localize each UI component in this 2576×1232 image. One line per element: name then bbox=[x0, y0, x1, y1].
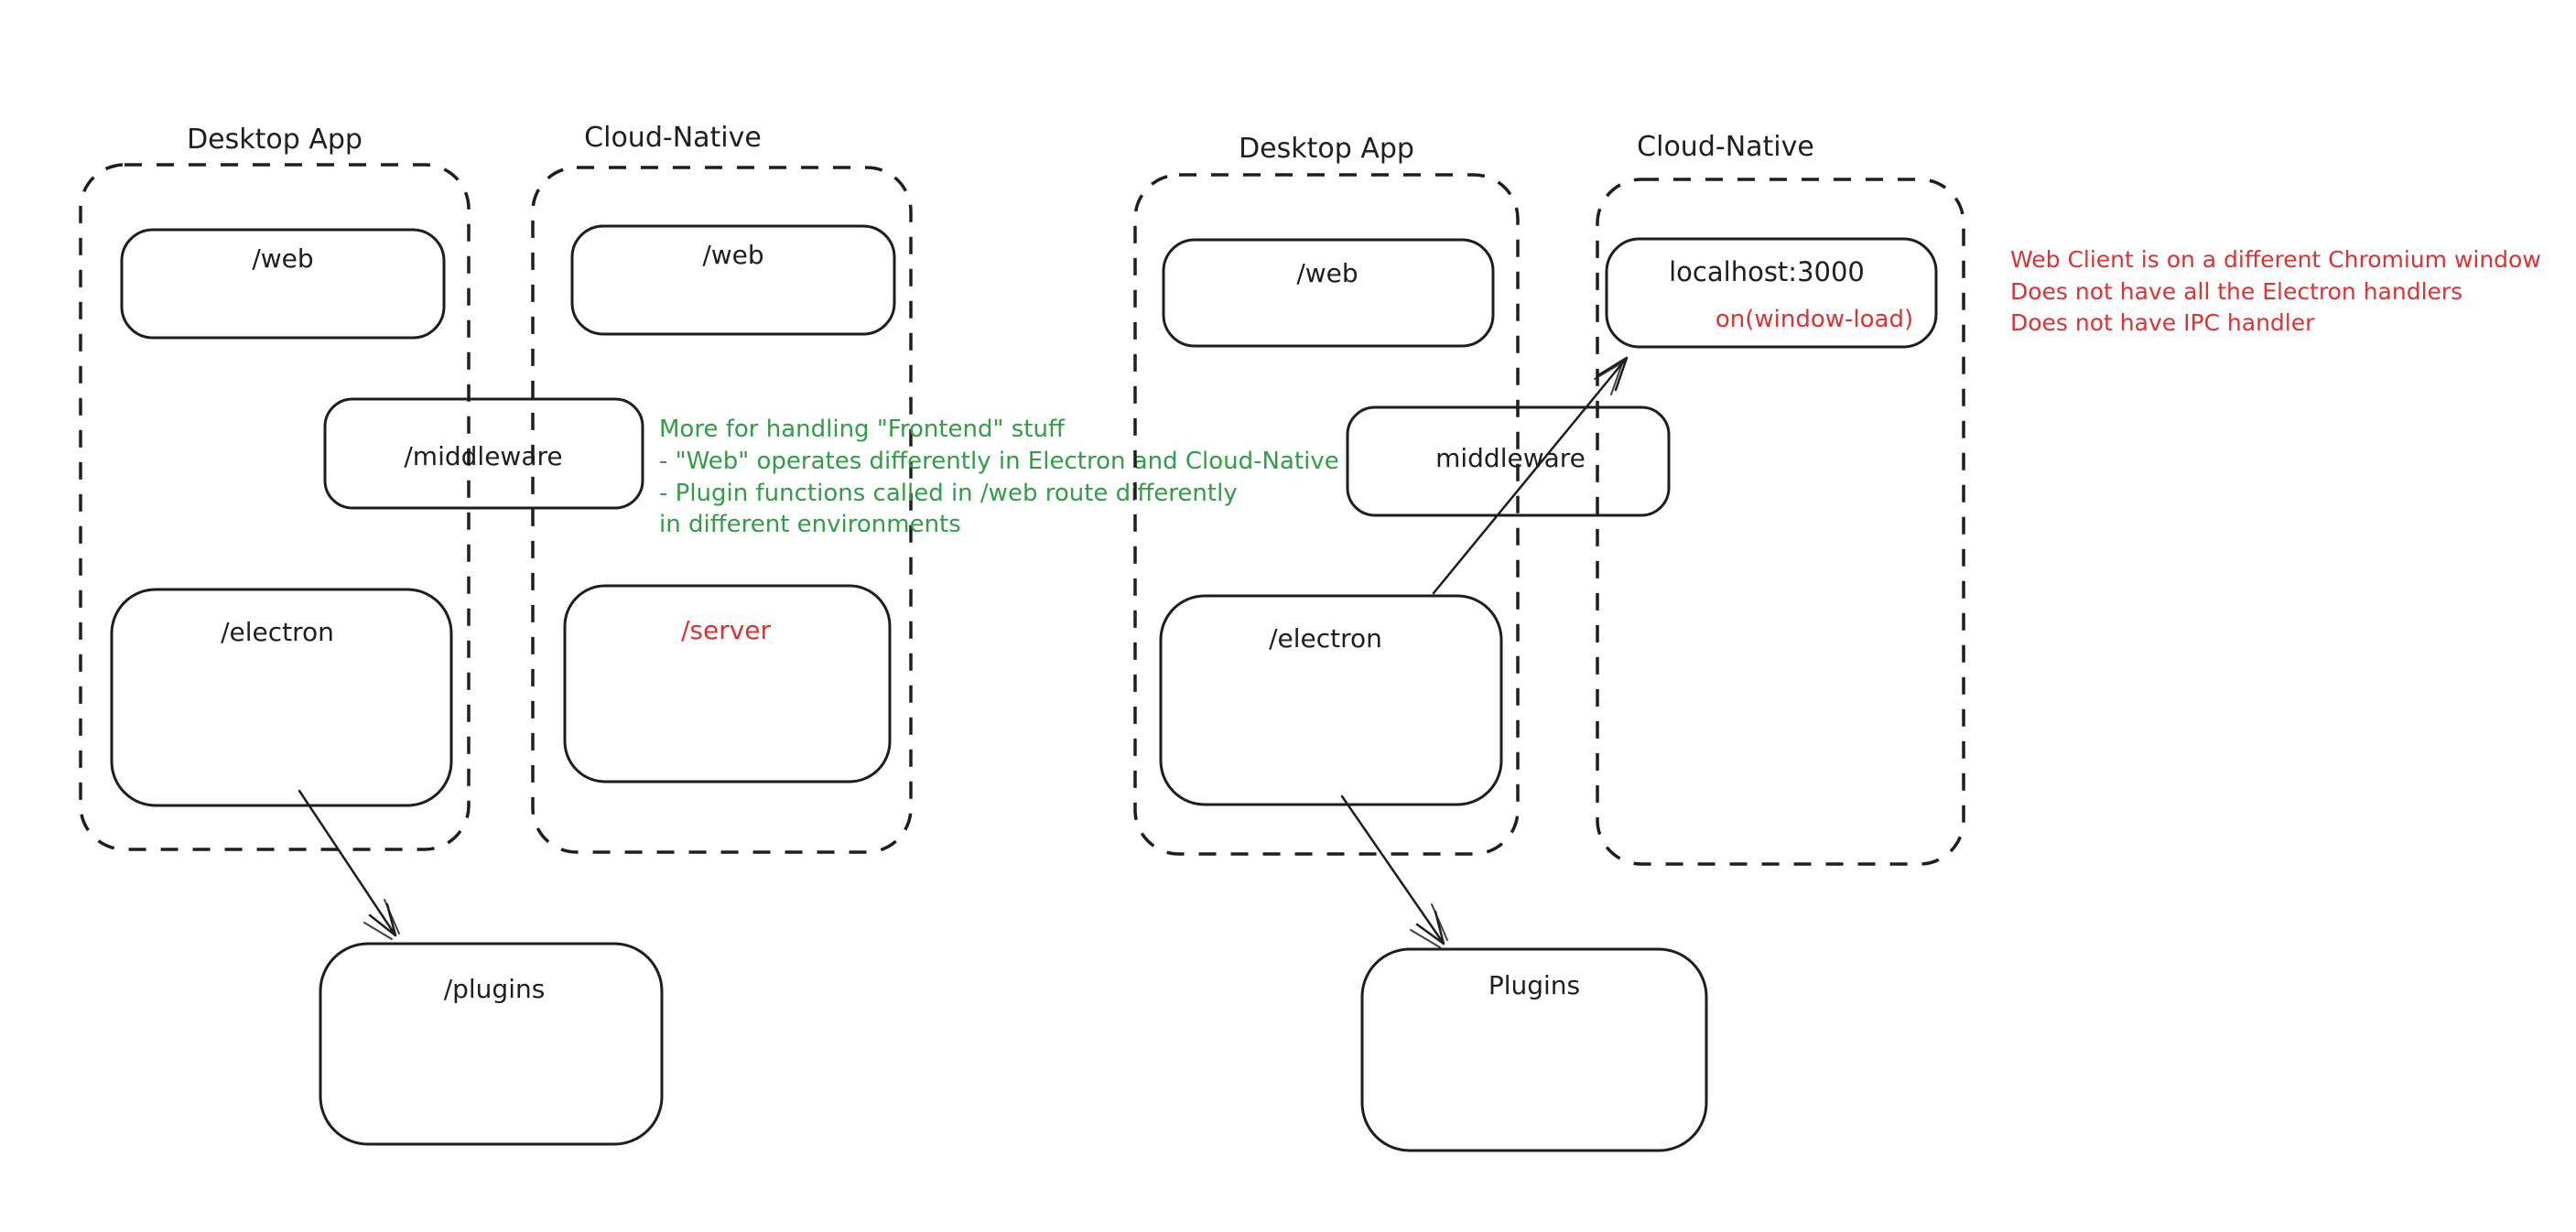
right-plugins-box bbox=[1360, 947, 1708, 1152]
right-web-box bbox=[1162, 238, 1495, 348]
red-note-line-1: Web Client is on a different Chromium wi… bbox=[2010, 246, 2541, 273]
left-electron-box bbox=[110, 588, 453, 807]
green-note-line-1: More for handling "Frontend" stuff bbox=[659, 416, 1066, 443]
left-middleware-box bbox=[323, 397, 644, 510]
right-window-load-label: on(window-load) bbox=[1716, 306, 1913, 333]
left-server-box bbox=[563, 584, 892, 784]
right-desktop-app-container bbox=[1133, 173, 1520, 856]
left-electron-to-plugins-arrowhead-sketch bbox=[363, 899, 400, 940]
green-note-line-2: - "Web" operates differently in Electron… bbox=[659, 448, 1339, 475]
right-localhost-label: localhost:3000 bbox=[1669, 256, 1865, 287]
right-plugins-label: Plugins bbox=[1488, 970, 1580, 1000]
right-electron-to-localhost-arrowhead-sketch bbox=[1594, 361, 1625, 395]
green-note-line-4: in different environments bbox=[659, 511, 961, 538]
left-plugins-box bbox=[319, 942, 664, 1146]
right-web-label: /web bbox=[1296, 258, 1358, 288]
red-note-line-2: Does not have all the Electron handlers bbox=[2010, 278, 2462, 305]
green-note: More for handling "Frontend" stuff - "We… bbox=[659, 416, 1339, 538]
left-electron-to-plugins-arrow bbox=[298, 789, 397, 937]
left-cloud-native-label: Cloud-Native bbox=[584, 122, 762, 154]
right-cloud-native-label: Cloud-Native bbox=[1637, 131, 1814, 163]
left-server-label: /server bbox=[681, 615, 772, 645]
right-middleware-label: middleware bbox=[1435, 443, 1586, 473]
red-note: Web Client is on a different Chromium wi… bbox=[2010, 246, 2541, 336]
left-desktop-app-container bbox=[79, 163, 471, 851]
left-desktop-app-label: Desktop App bbox=[187, 124, 363, 156]
left-plugins-label: /plugins bbox=[444, 974, 546, 1004]
right-localhost-box bbox=[1605, 237, 1938, 349]
left-web-desktop-box bbox=[120, 228, 446, 340]
right-cloud-native-container bbox=[1596, 178, 1965, 866]
right-desktop-app-label: Desktop App bbox=[1239, 133, 1414, 165]
left-electron-label: /electron bbox=[221, 617, 334, 647]
right-electron-to-plugins-arrow bbox=[1340, 794, 1445, 946]
left-cloud-native-container bbox=[531, 166, 913, 854]
green-note-line-3: - Plugin functions called in /web route … bbox=[659, 480, 1238, 507]
left-web-desktop-label: /web bbox=[252, 243, 313, 274]
right-electron-to-plugins-arrowhead-sketch bbox=[1410, 903, 1448, 948]
red-note-line-3: Does not have IPC handler bbox=[2010, 309, 2315, 336]
right-electron-to-localhost-arrow bbox=[1432, 356, 1629, 595]
left-middleware-label: /middleware bbox=[404, 441, 562, 471]
left-web-cloud-box bbox=[570, 224, 896, 336]
right-electron-box bbox=[1159, 594, 1503, 806]
right-electron-label: /electron bbox=[1269, 623, 1382, 654]
right-middleware-box bbox=[1346, 405, 1671, 517]
left-web-cloud-label: /web bbox=[702, 240, 763, 270]
